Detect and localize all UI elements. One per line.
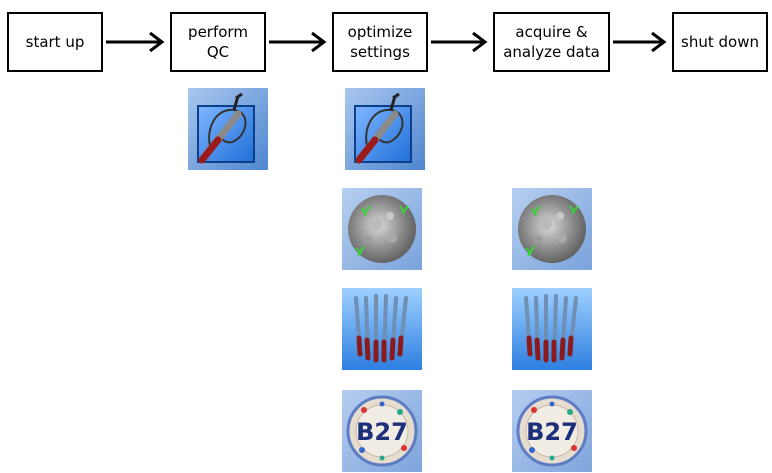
tube-loop-icon	[188, 88, 268, 170]
svg-text:B27: B27	[526, 418, 578, 446]
b27-badge-icon: B27	[512, 390, 592, 472]
cell-plot-icon	[342, 188, 422, 270]
step-shut-down: shut down	[672, 12, 768, 72]
arrow-qc-to-optimize	[269, 32, 327, 52]
arrow-acquire-to-shutdown	[613, 32, 667, 52]
cell-plot-icon	[512, 188, 592, 270]
step-start-up: start up	[7, 12, 103, 72]
b27-badge-icon: B27	[342, 390, 422, 472]
step-perform-qc: perform QC	[170, 12, 266, 72]
step-acquire-analyze-data: acquire & analyze data	[493, 12, 610, 72]
tube-rack-icon	[342, 288, 422, 370]
svg-text:B27: B27	[356, 418, 408, 446]
tube-loop-icon	[345, 88, 425, 170]
tube-rack-icon	[512, 288, 592, 370]
arrow-start-to-qc	[106, 32, 165, 52]
arrow-optimize-to-acquire	[431, 32, 488, 52]
step-optimize-settings: optimize settings	[332, 12, 428, 72]
